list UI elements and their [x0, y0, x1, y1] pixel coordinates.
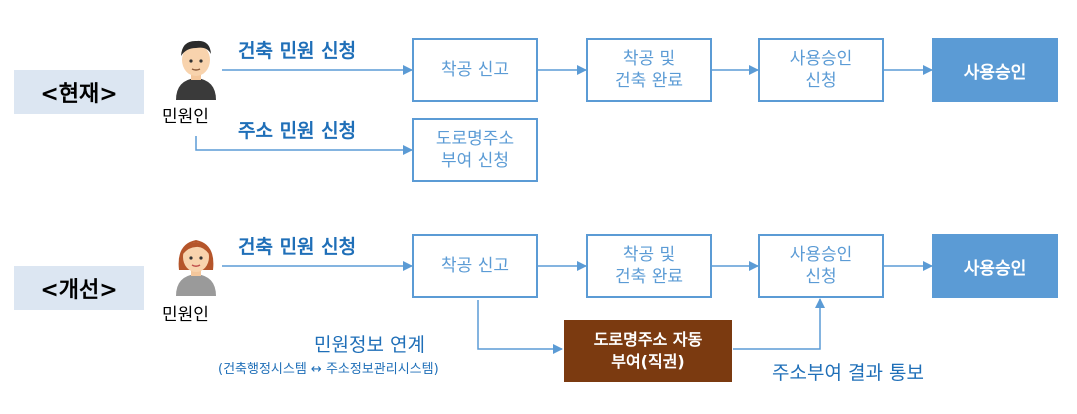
final-use-approval-improved: 사용승인 — [932, 234, 1058, 298]
person-label-current: 민원인 — [162, 107, 209, 127]
final-use-approval-current: 사용승인 — [932, 38, 1058, 102]
step-construction-complete-improved: 착공 및 건축 완료 — [586, 234, 712, 298]
step-address-request-current: 도로명주소 부여 신청 — [412, 118, 538, 182]
section-title-current: <현재> — [14, 70, 144, 114]
step-use-approval-request-improved: 사용승인 신청 — [758, 234, 884, 298]
link-sublabel: (건축행정시스템 ↔ 주소정보관리시스템) — [218, 362, 439, 377]
link-label: 민원정보 연계 — [314, 334, 425, 356]
step-construction-report-improved: 착공 신고 — [412, 234, 538, 298]
flow-label-building-improved: 건축 민원 신청 — [238, 236, 357, 258]
auto-address-assign-box: 도로명주소 자동 부여(직권) — [564, 320, 732, 382]
arrow-step1-to-auto — [477, 300, 563, 354]
arrow-auto-to-step3 — [733, 298, 825, 350]
person-label-improved: 민원인 — [162, 305, 209, 325]
person-icon-male — [170, 34, 222, 100]
section-title-improved: <개선> — [14, 266, 144, 310]
step-construction-complete-current: 착공 및 건축 완료 — [586, 38, 712, 102]
person-icon-female — [170, 230, 222, 296]
flow-label-building-current: 건축 민원 신청 — [238, 40, 357, 62]
flow-label-address-current: 주소 민원 신청 — [238, 120, 357, 142]
arrow-person-to-address-current — [195, 136, 413, 155]
notify-label: 주소부여 결과 통보 — [772, 362, 924, 384]
step-use-approval-request-current: 사용승인 신청 — [758, 38, 884, 102]
step-construction-report-current: 착공 신고 — [412, 38, 538, 102]
